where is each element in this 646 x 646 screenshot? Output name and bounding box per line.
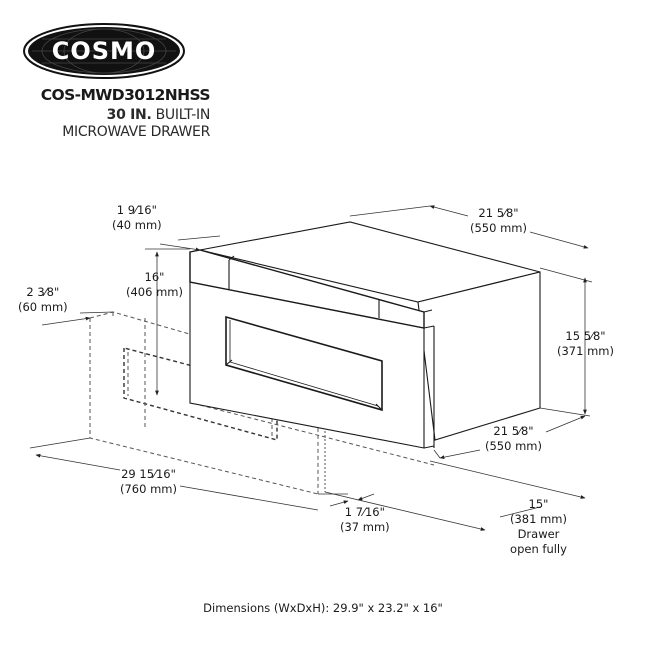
cosmo-logo: COSMO	[22, 22, 186, 80]
dim-cutout-lip: 2 3⁄8" (60 mm)	[18, 285, 68, 314]
logo-ellipse-icon	[23, 23, 185, 79]
dim-drawer-open: 15" (381 mm) Drawer open fully	[510, 497, 567, 556]
microwave-body	[189, 221, 541, 449]
dim-gap: 1 7⁄16" (37 mm)	[340, 505, 390, 534]
product-type: MICROWAVE DRAWER	[62, 124, 210, 140]
product-subtitle: 30 IN. BUILT-IN MICROWAVE DRAWER	[20, 107, 210, 141]
dim-width: 29 15⁄16" (760 mm)	[120, 467, 177, 496]
install-type: BUILT-IN	[151, 107, 211, 123]
dim-front-depth: 1 9⁄16" (40 mm)	[112, 203, 162, 232]
logo-text: COSMO	[51, 37, 157, 65]
dimension-lines	[29, 205, 593, 531]
size-label: 30 IN.	[106, 107, 152, 123]
dim-side-height: 15 5⁄8" (371 mm)	[557, 329, 614, 358]
dim-top-depth: 21 5⁄8" (550 mm)	[470, 206, 527, 235]
overall-dimensions: Dimensions (WxDxH): 29.9" x 23.2" x 16"	[203, 601, 443, 615]
model-number: COS-MWD3012NHSS	[40, 86, 211, 104]
dim-height-front: 16" (406 mm)	[126, 270, 183, 299]
dim-bottom-depth: 21 5⁄8" (550 mm)	[485, 424, 542, 453]
